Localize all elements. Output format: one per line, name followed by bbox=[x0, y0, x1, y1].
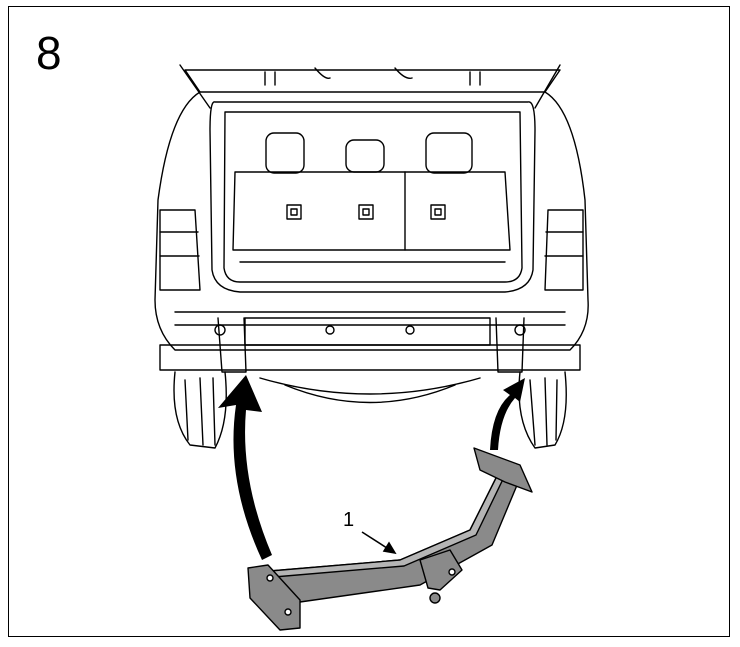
cargo-opening bbox=[209, 101, 536, 293]
vehicle-roof-outline bbox=[184, 69, 561, 93]
tow-hitch-receiver bbox=[247, 447, 533, 631]
hitch-end-plate-right bbox=[473, 447, 533, 493]
headrest-right bbox=[425, 132, 473, 174]
illustration-frame bbox=[8, 6, 730, 637]
tire-right bbox=[518, 371, 567, 449]
headrest-center bbox=[345, 139, 385, 173]
callout-leader-1 bbox=[361, 531, 397, 555]
arrow-left bbox=[218, 375, 272, 560]
rear-seat-back bbox=[232, 171, 511, 251]
step-number: 8 bbox=[36, 27, 62, 79]
headrest-left bbox=[265, 132, 305, 174]
part-callout-label: 1 bbox=[343, 509, 355, 531]
rear-bumper bbox=[159, 344, 581, 371]
tail-light-left bbox=[159, 209, 201, 291]
frame-rail-right bbox=[495, 317, 525, 373]
tail-light-right bbox=[544, 209, 584, 291]
vehicle-body-outline bbox=[154, 91, 589, 351]
arrow-right bbox=[490, 378, 525, 450]
frame-rail-left bbox=[217, 317, 247, 373]
hitch-receiver-tube bbox=[419, 549, 463, 591]
install-arrows bbox=[218, 375, 525, 560]
